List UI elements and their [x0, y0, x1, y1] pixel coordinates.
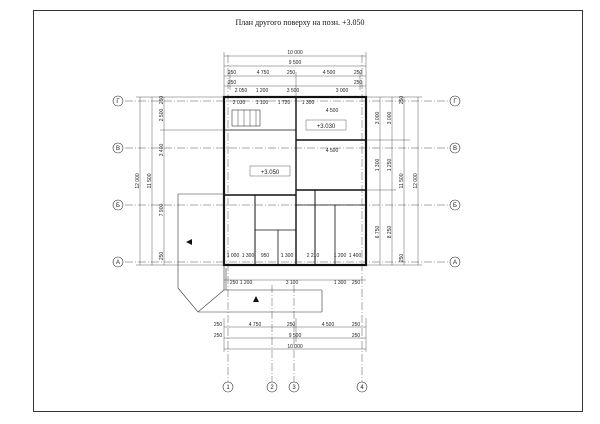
dim-top-r4-4: 3 000: [336, 88, 349, 94]
outer-dim-3: 1 300: [334, 280, 347, 286]
dim-bot-r2-1: 9 500: [289, 333, 302, 339]
level-mark-3050: +3.050: [249, 165, 291, 177]
dim-top-r3-2: 250: [287, 70, 296, 76]
dim-top-row2: 9 500: [289, 60, 302, 66]
building-walls: [222, 95, 368, 267]
dim-top-r4-0: 250: [228, 80, 237, 86]
axis-label-row-b-left: Б: [116, 203, 120, 209]
dim-top-r3-1: 4 750: [257, 70, 270, 76]
left-dimension-chains: [136, 96, 224, 266]
room-dim-b-1: 1 300: [242, 253, 255, 259]
dim-right-seg-3: 1 300: [375, 159, 381, 172]
dim-bot-r2-0: 250: [214, 333, 223, 339]
axis-label-col-4: 4: [360, 385, 364, 391]
dim-bot-r1-0: 250: [214, 322, 223, 328]
roof-projection: [177, 193, 323, 313]
dim-top-r4-5: 250: [354, 80, 363, 86]
dim-right-seg-7: 250: [399, 254, 405, 263]
top-dimension-chains: [223, 52, 367, 97]
dim-bot-r1-3: 4 500: [322, 322, 335, 328]
right-dimension-chains: [366, 96, 422, 266]
outer-dim-2: 3 100: [286, 280, 299, 286]
level-mark-3050-text: +3.050: [261, 170, 280, 176]
room-dim-b-0: 1 000: [227, 253, 240, 259]
outer-dim-1: 1 200: [240, 280, 253, 286]
dim-bot-r1-4: 250: [352, 322, 361, 328]
dim-right-seg-2: 3 000: [387, 112, 393, 125]
dim-left-seg-0: 250: [159, 96, 165, 105]
dim-left-seg-2: 3 400: [159, 144, 165, 157]
bottom-dimension-chains: [223, 318, 367, 352]
dim-right-seg-4: 1 250: [387, 159, 393, 172]
direction-arrow-icon: [186, 239, 192, 245]
dim-bot-r1-1: 4 750: [249, 322, 262, 328]
room-dim-tr-0: 4 500: [326, 108, 339, 114]
room-dim-b-3: 1 300: [281, 253, 294, 259]
dim-top-r4-2: 1 200: [256, 88, 269, 94]
dim-left-seg-3: 7 900: [159, 204, 165, 217]
dim-top-r3-3: 4 500: [323, 70, 336, 76]
dim-left-seg-4: 250: [159, 252, 165, 261]
dim-left-overall: 12 000: [135, 173, 141, 189]
dim-left-seg-1: 2 500: [159, 109, 165, 122]
axis-label-row-v-left: В: [116, 146, 120, 152]
dim-left-mid: 11 500: [147, 173, 153, 188]
room-dim-mr-0: 4 500: [326, 148, 339, 154]
outer-dim-0: 250: [230, 280, 239, 286]
room-dim-tl-3: 1 300: [302, 100, 315, 106]
dim-right-mid: 11 500: [399, 173, 405, 188]
axis-label-col-1: 1: [226, 385, 230, 391]
room-dim-tl-0: 2 030: [233, 100, 246, 106]
dim-right-seg-1: 3 000: [375, 112, 381, 125]
drawing-title: План другого поверху на позн. +3.050: [235, 18, 365, 27]
dim-bot-r2-2: 250: [352, 333, 361, 339]
outer-dim-4: 250: [352, 280, 361, 286]
axis-label-col-3: 3: [292, 385, 296, 391]
room-dim-b-6: 1 400: [349, 253, 362, 259]
dim-bot-r1-2: 250: [287, 322, 296, 328]
direction-arrow-icon-2: [253, 296, 259, 302]
room-dim-b-4: 2 210: [307, 253, 320, 259]
dim-bot-overall: 10 000: [287, 344, 303, 350]
axis-label-row-a-right: А: [453, 260, 457, 266]
level-mark-3030: +3.030: [305, 119, 347, 131]
level-mark-3030-text: +3.030: [317, 124, 336, 130]
dim-top-overall: 10 000: [287, 50, 303, 56]
dim-right-overall: 12 000: [413, 173, 419, 189]
dim-right-seg-6: 8 250: [387, 226, 393, 239]
axis-label-col-2: 2: [270, 385, 274, 391]
axis-lines: [125, 55, 452, 383]
dim-top-r4-3: 3 500: [287, 88, 300, 94]
room-dim-tl-2: 1 720: [278, 100, 291, 106]
room-dim-b-5: 1 200: [334, 253, 347, 259]
dim-right-seg-5: 6 750: [375, 226, 381, 239]
axis-label-row-a-left: А: [116, 260, 120, 266]
axis-label-row-g-left: Г: [116, 99, 120, 105]
dim-right-seg-0: 250: [399, 96, 405, 105]
axis-label-row-g-right: Г: [453, 99, 457, 105]
axis-label-row-b-right: Б: [453, 203, 457, 209]
room-dim-b-2: 950: [261, 253, 270, 259]
dim-top-r3-4: 250: [354, 70, 363, 76]
axis-bubbles: [112, 95, 461, 393]
dim-top-r4-1: 2 050: [235, 88, 248, 94]
room-dim-tl-1: 1 100: [256, 100, 269, 106]
dim-top-r3-0: 250: [228, 70, 237, 76]
drawing-sheet-frame: [33, 10, 583, 412]
axis-label-row-v-right: В: [453, 146, 457, 152]
